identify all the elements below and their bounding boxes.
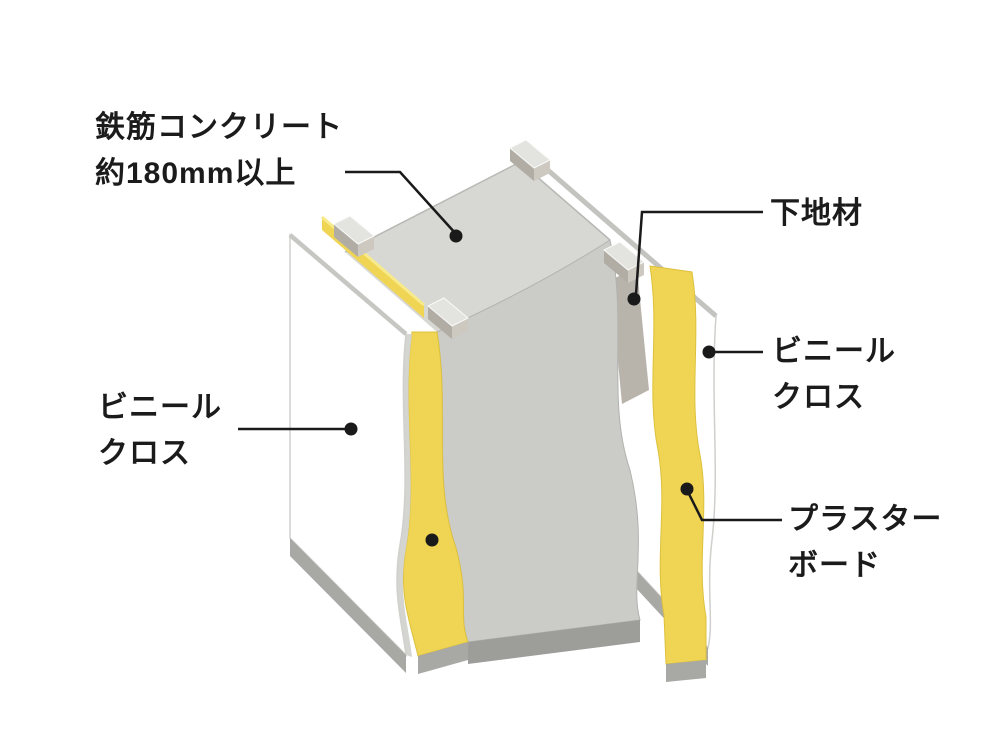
leader-line-base-material [634,210,763,295]
label-reinforced-concrete: 鉄筋コンクリート 約180mm以上 [95,105,343,197]
concrete-bottom-edge [468,620,640,664]
stud-cube-left-1 [333,215,375,257]
label-reinforced-concrete-line1: 鉄筋コンクリート [95,111,343,144]
plasterboard-right-bottom-edge [666,660,706,682]
panel-vinyl-left-top-edge [288,233,408,336]
label-vinyl-cloth-left: ビニール クロス [98,385,222,477]
label-vinyl-cloth-right: ビニール クロス [772,329,896,421]
stud-cube-right-1 [509,139,551,181]
label-vinyl-cloth-left-line2: クロス [98,437,191,470]
marker-dot-vinyl-left [344,422,358,436]
panel-vinyl-left-face [289,233,408,658]
leader-line-plasterboard [687,493,782,522]
marker-dot-base-material [627,292,641,306]
stud-cube-right-2 [603,241,645,283]
label-vinyl-cloth-left-line1: ビニール [98,391,222,424]
marker-dot-plasterboard-right [680,482,694,496]
marker-dot-concrete [449,229,463,243]
stud-cube-left-2 [427,297,469,339]
label-vinyl-cloth-right-line1: ビニール [772,335,896,368]
marker-dot-plasterboard-left [425,533,439,547]
label-base-material: 下地材 [770,191,863,237]
plasterboard-left-bottom-edge [418,642,468,674]
concrete-top-face [345,162,610,332]
panel-vinyl-left-torn-thickness [396,334,412,657]
marker-dot-vinyl-right [702,345,716,359]
label-plasterboard-line1: プラスター [788,503,943,536]
label-vinyl-cloth-right-line2: クロス [772,381,865,414]
panel-vinyl-left-bottom-edge [290,538,406,673]
label-reinforced-concrete-line2: 約180mm以上 [95,157,297,190]
label-plasterboard-line2: ボード [788,549,881,582]
label-plasterboard: プラスター ボード [788,497,942,589]
leader-line-concrete [345,170,457,235]
label-base-material-text: 下地材 [770,197,863,230]
